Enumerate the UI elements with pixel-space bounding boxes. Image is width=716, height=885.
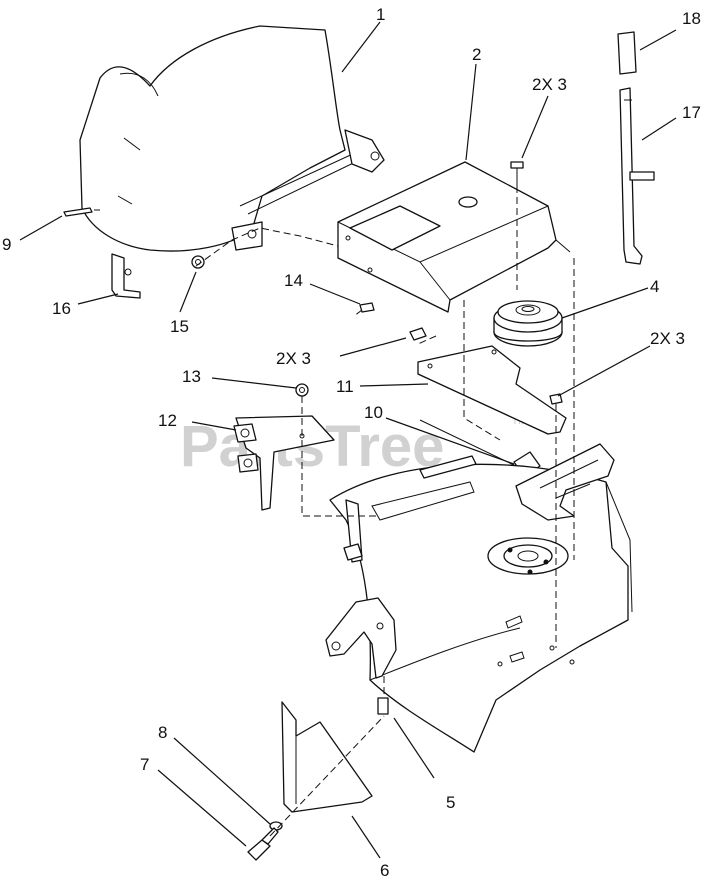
callout-16: 16 <box>52 299 71 318</box>
callout-2x3-mid: 2X 3 <box>276 349 311 368</box>
callout-8: 8 <box>158 723 167 742</box>
plate-11 <box>417 345 567 435</box>
bracket-16 <box>111 253 141 299</box>
pulley-4 <box>493 300 563 347</box>
handle-grip-18 <box>617 31 637 75</box>
bolt-3-right <box>549 393 563 405</box>
callouts: 1 2 2X 3 18 17 9 16 15 14 4 2X 3 2X 3 13… <box>2 5 701 880</box>
deflector-plate-6 <box>281 701 373 813</box>
callout-4: 4 <box>650 277 659 296</box>
washer-8 <box>269 821 283 831</box>
callout-2x3-top: 2X 3 <box>532 75 567 94</box>
pin-9 <box>63 207 93 217</box>
callout-10: 10 <box>364 403 383 422</box>
callout-5: 5 <box>446 793 455 812</box>
callout-13: 13 <box>182 367 201 386</box>
callout-18: 18 <box>682 9 701 28</box>
belt-cover <box>337 161 571 313</box>
callout-1: 1 <box>376 5 385 24</box>
callout-2: 2 <box>472 45 481 64</box>
callout-9: 9 <box>2 235 11 254</box>
callout-6: 6 <box>380 861 389 880</box>
leader-lines <box>19 21 677 859</box>
deck-housing <box>329 455 633 753</box>
deflector-shield <box>79 25 385 252</box>
nut-13 <box>295 383 309 397</box>
callout-15: 15 <box>170 317 189 336</box>
callout-14: 14 <box>284 271 303 290</box>
bolt-5 <box>377 697 389 715</box>
callout-11: 11 <box>336 377 354 396</box>
nut-15 <box>191 255 205 269</box>
nut-3-mid <box>409 327 427 341</box>
bolt-3-top <box>510 161 524 186</box>
assembly-lines <box>94 186 575 837</box>
callout-12: 12 <box>158 411 177 430</box>
watermark-trademark: TM <box>512 416 526 427</box>
callout-2x3-right: 2X 3 <box>650 329 685 348</box>
chute-bracket <box>515 443 615 521</box>
handle-rod-17 <box>619 87 655 265</box>
callout-7: 7 <box>140 755 149 774</box>
screw-14 <box>359 302 375 313</box>
bracket-12 <box>233 415 335 511</box>
callout-17: 17 <box>682 103 701 122</box>
